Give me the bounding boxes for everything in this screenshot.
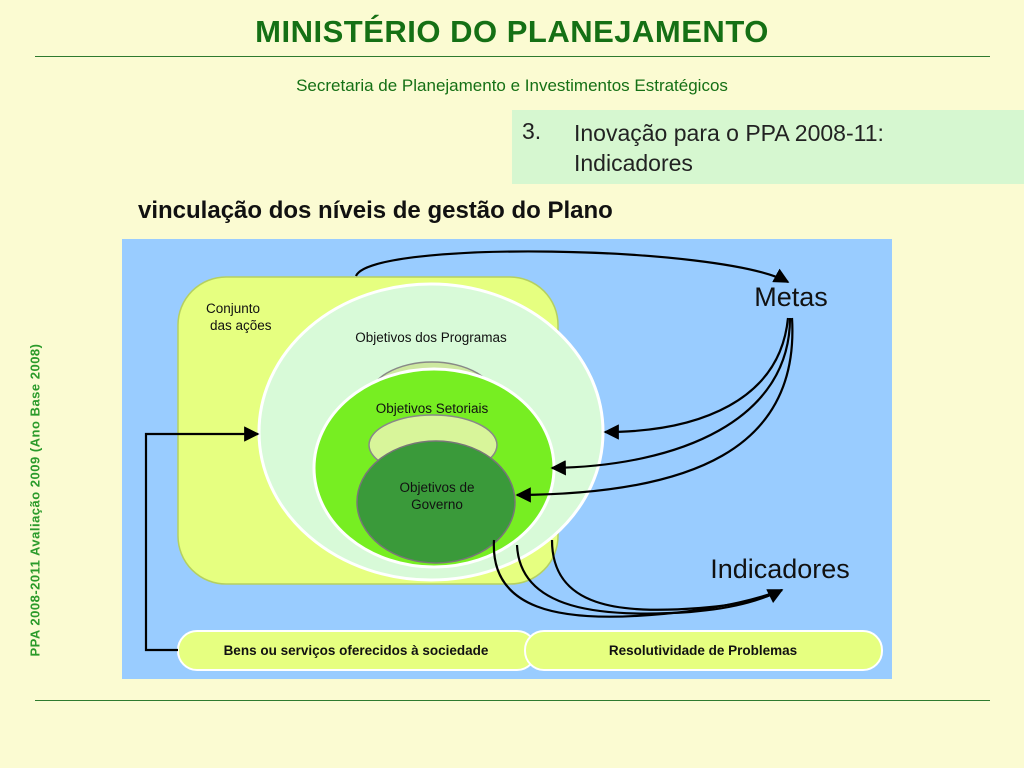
arrow-to-metas (354, 250, 790, 283)
page-title: MINISTÉRIO DO PLANEJAMENTO (255, 14, 769, 49)
section-box: 3. Inovação para o PPA 2008-11: Indicado… (512, 110, 1024, 184)
resolutividade-box (524, 630, 883, 671)
arrow-metas-to-governo (515, 317, 794, 503)
conjunto-label-2: das ações (210, 318, 272, 333)
curve-setoriais-indicadores (550, 539, 784, 611)
objetivos-setoriais-label: Objetivos Setoriais (376, 401, 489, 416)
objetivos-governo-label-1: Objetivos de (399, 480, 474, 495)
bottom-divider (35, 700, 990, 701)
top-divider (35, 56, 990, 57)
objetivos-programas-label: Objetivos dos Programas (355, 330, 507, 345)
metas-label: Metas (754, 282, 828, 312)
section-line-1: Inovação para o PPA 2008-11: (574, 120, 884, 146)
diagram-heading: vinculação dos níveis de gestão do Plano (138, 197, 613, 224)
arrow-metas-to-programas (603, 317, 790, 440)
objetivos-governo-label-2: Governo (411, 497, 463, 512)
objetivos-governo-shape (356, 440, 516, 564)
arrow-bens-to-programas (144, 426, 260, 652)
conjunto-label-1: Conjunto (206, 301, 260, 316)
section-text: Inovação para o PPA 2008-11: Indicadores (574, 118, 884, 178)
page-subtitle: Secretaria de Planejamento e Investiment… (296, 76, 728, 95)
section-number: 3. (522, 118, 542, 144)
arrow-metas-to-setoriais (550, 317, 792, 476)
indicadores-label: Indicadores (710, 554, 850, 584)
bens-servicos-label: Bens ou serviços oferecidos à sociedade (224, 643, 489, 658)
resolutividade-label: Resolutividade de Problemas (609, 643, 797, 658)
section-line-2: Indicadores (574, 150, 693, 176)
